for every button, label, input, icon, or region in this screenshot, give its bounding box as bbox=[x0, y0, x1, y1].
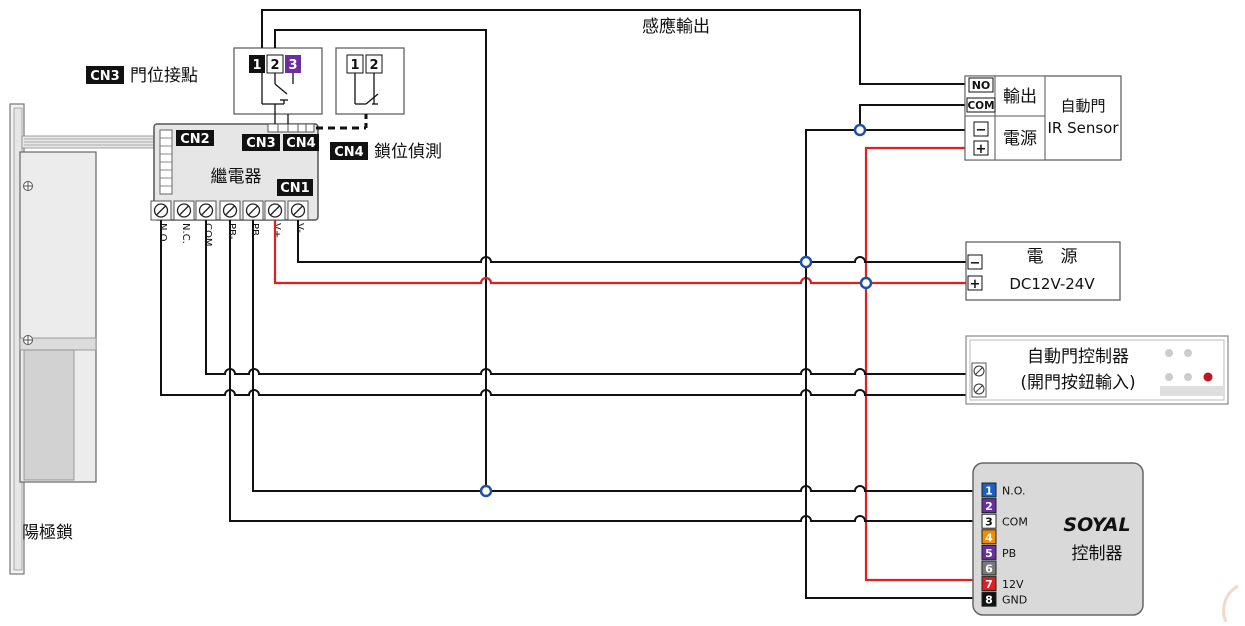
soyal-pin: 7 12V bbox=[981, 576, 1024, 592]
relay-terminal-label: COM bbox=[202, 223, 213, 246]
relay-terminal-label: V+ bbox=[271, 223, 282, 238]
ir-minus-pin: − bbox=[976, 123, 987, 138]
soyal-pin: 5 PB bbox=[981, 544, 1016, 560]
junction-node bbox=[853, 123, 867, 137]
wires: 感應輸出 bbox=[160, 9, 982, 599]
ir-no-pin: NO bbox=[972, 79, 991, 92]
relay-terminal-screw bbox=[150, 200, 172, 221]
ir-power-label: 電源 bbox=[1003, 129, 1037, 149]
junction-node bbox=[859, 276, 873, 290]
soyal-pin-label: GND bbox=[1002, 594, 1027, 607]
cn2-label: CN2 bbox=[180, 132, 209, 147]
soyal-pin-number: 8 bbox=[985, 594, 993, 607]
cn1-label: CN1 bbox=[280, 181, 309, 196]
relay-terminal-screw bbox=[195, 200, 217, 221]
cn3-pin-3: 3 bbox=[288, 58, 297, 73]
cn3-caption: CN3 門位接點 bbox=[86, 66, 198, 86]
relay-terminal-label: N.O. bbox=[157, 223, 168, 244]
ir-sensor: NO COM − + 輸出 電源 自動門 IR Sensor bbox=[964, 75, 1122, 161]
relay-module: CN2 CN3 CN4 繼電器 CN1 N.O. N.C. COM PB- PB V+ V- bbox=[150, 123, 319, 246]
door-controller: 自動門控制器 (開門按鈕輸入) bbox=[965, 335, 1229, 405]
soyal-pin-label: PB bbox=[1002, 547, 1016, 560]
relay-terminal-label: N.C. bbox=[180, 223, 191, 244]
psu-spec: DC12V-24V bbox=[1009, 275, 1095, 293]
soyal-pin-label: 12V bbox=[1002, 578, 1024, 591]
relay-terminal-screw bbox=[264, 200, 286, 221]
relay-terminal-screw bbox=[173, 200, 195, 221]
relay-terminal-label: PB- bbox=[226, 223, 237, 240]
relay-terminal-screw bbox=[287, 200, 309, 221]
relay-label: 繼電器 bbox=[211, 167, 262, 187]
relay-terminal-label: PB bbox=[249, 223, 260, 236]
ir-com-pin: COM bbox=[967, 100, 994, 112]
door-controller-line2: (開門按鈕輸入) bbox=[1020, 373, 1135, 393]
soyal-pin-number: 5 bbox=[985, 547, 993, 560]
soyal-pin-number: 7 bbox=[985, 578, 993, 591]
cn3-caption-text: 門位接點 bbox=[130, 66, 198, 86]
electric-lock: 陽極鎖 bbox=[9, 103, 155, 575]
relay-terminal-screw bbox=[242, 200, 264, 221]
soyal-pin-label: N.O. bbox=[1002, 485, 1025, 498]
psu-plus-pin: + bbox=[970, 277, 981, 292]
soyal-pin-label: COM bbox=[1002, 516, 1028, 529]
soyal-terminals: 1 N.O. 2 3 COM 4 5 PB 6 7 12V 8 GND bbox=[981, 482, 1028, 607]
lock-label: 陽極鎖 bbox=[22, 523, 73, 543]
soyal-pin: 4 bbox=[981, 529, 997, 545]
power-supply: − + 電 源 DC12V-24V bbox=[965, 241, 1121, 301]
cn3-door-contact: 1 2 3 bbox=[233, 47, 323, 124]
ir-title-2: IR Sensor bbox=[1047, 119, 1119, 137]
soyal-controller: 1 N.O. 2 3 COM 4 5 PB 6 7 12V 8 GND SOYAL 控制器 bbox=[972, 462, 1144, 616]
sensor-output-label: 感應輸出 bbox=[642, 16, 710, 37]
relay-terminal-label: V- bbox=[294, 223, 305, 233]
soyal-name: 控制器 bbox=[1072, 544, 1123, 564]
psu-title: 電 源 bbox=[1027, 247, 1078, 267]
cn3-header-label: CN3 bbox=[246, 136, 275, 151]
soyal-brand: SOYAL bbox=[1063, 514, 1130, 536]
psu-minus-pin: − bbox=[970, 256, 981, 271]
soyal-pin-number: 2 bbox=[985, 500, 993, 513]
ir-plus-pin: + bbox=[976, 142, 987, 157]
cn3-pin-2: 2 bbox=[270, 58, 279, 73]
ir-title-1: 自動門 bbox=[1060, 97, 1105, 115]
cn4-header-label: CN4 bbox=[286, 136, 315, 151]
relay-terminal-labels: N.O. N.C. COM PB- PB V+ V- bbox=[157, 223, 305, 246]
watermark-arc bbox=[1222, 584, 1239, 623]
relay-terminal-screw bbox=[219, 200, 241, 221]
soyal-pin: 8 GND bbox=[981, 591, 1027, 607]
relay-terminals bbox=[150, 200, 309, 221]
soyal-pin: 2 bbox=[981, 498, 997, 514]
soyal-pin: 3 COM bbox=[981, 513, 1028, 529]
cn4-caption-text: 鎖位偵測 bbox=[374, 142, 442, 162]
soyal-pin: 1 N.O. bbox=[981, 482, 1025, 498]
cn4-caption: CN4 鎖位偵測 bbox=[330, 142, 442, 162]
cn4-pin-1: 1 bbox=[350, 58, 359, 73]
cn4-lock-detect: 1 2 bbox=[316, 47, 405, 130]
soyal-pin-number: 3 bbox=[985, 516, 993, 529]
soyal-pin: 6 bbox=[981, 560, 997, 576]
door-controller-line1: 自動門控制器 bbox=[1027, 347, 1129, 367]
soyal-pin-number: 6 bbox=[985, 563, 993, 576]
junction-node bbox=[799, 255, 813, 269]
cn4-pin-2: 2 bbox=[369, 58, 378, 73]
junction-node bbox=[479, 484, 493, 498]
soyal-pin-number: 4 bbox=[985, 531, 993, 544]
cn4-caption-tag: CN4 bbox=[334, 145, 363, 160]
ir-output-label: 輸出 bbox=[1003, 87, 1037, 107]
soyal-pin-number: 1 bbox=[985, 485, 993, 498]
cn3-caption-tag: CN3 bbox=[90, 69, 119, 84]
cn3-pin-1: 1 bbox=[252, 58, 261, 73]
